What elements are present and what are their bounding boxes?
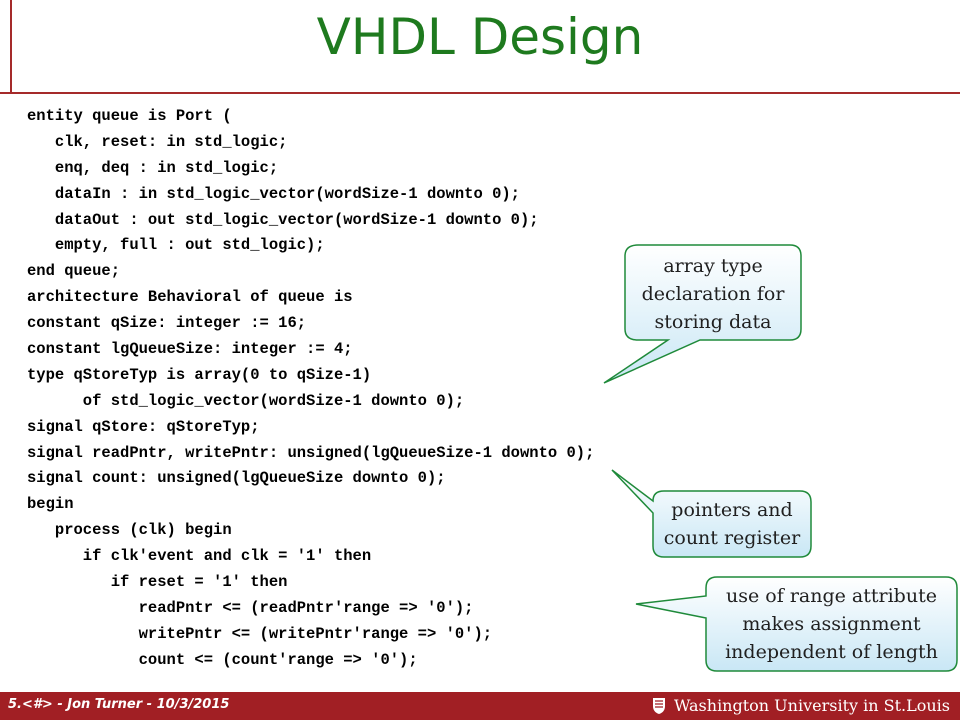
- callout-line: pointers and: [671, 499, 793, 521]
- code-line: empty, full : out std_logic);: [27, 236, 325, 255]
- code-line: type qStoreTyp is array(0 to qSize-1): [27, 365, 372, 384]
- code-line: end queue;: [27, 262, 121, 281]
- callout-line: use of range attribute: [726, 585, 937, 607]
- footer-slide-info: 5.<#> - Jon Turner - 10/3/2015: [8, 697, 230, 712]
- callout-line: declaration for: [641, 283, 785, 305]
- callout-line: count register: [663, 527, 801, 549]
- callout-range-attribute-text: use of range attribute makes assignment …: [706, 582, 957, 666]
- code-line: constant lgQueueSize: integer := 4;: [27, 340, 353, 359]
- code-line: architecture Behavioral of queue is: [27, 288, 353, 307]
- footer-bar: 5.<#> - Jon Turner - 10/3/2015 Washingto…: [0, 692, 960, 720]
- code-line: clk, reset: in std_logic;: [27, 132, 288, 151]
- code-line: dataOut : out std_logic_vector(wordSize-…: [27, 210, 539, 229]
- vhdl-code-block: entity queue is Port ( clk, reset: in st…: [27, 104, 594, 674]
- callout-line: storing data: [654, 311, 772, 333]
- code-line: dataIn : in std_logic_vector(wordSize-1 …: [27, 184, 520, 203]
- title-vertical-rule: [10, 0, 12, 94]
- code-line: count <= (count'range => '0');: [27, 650, 418, 669]
- code-line: signal count: unsigned(lgQueueSize downt…: [27, 469, 446, 488]
- code-line: if clk'event and clk = '1' then: [27, 547, 372, 566]
- code-line: begin: [27, 495, 74, 514]
- code-line: readPntr <= (readPntr'range => '0');: [27, 598, 474, 617]
- code-line: process (clk) begin: [27, 521, 232, 540]
- code-line: if reset = '1' then: [27, 573, 288, 592]
- code-line: writePntr <= (writePntr'range => '0');: [27, 624, 493, 643]
- footer-university: Washington University in St.Louis: [652, 696, 950, 715]
- code-line: signal readPntr, writePntr: unsigned(lgQ…: [27, 443, 595, 462]
- callout-line: makes assignment: [742, 613, 921, 635]
- code-line: signal qStore: qStoreTyp;: [27, 417, 260, 436]
- title-horizontal-rule: [0, 92, 960, 94]
- code-line: enq, deq : in std_logic;: [27, 158, 279, 177]
- university-shield-icon: [652, 697, 665, 714]
- code-line: of std_logic_vector(wordSize-1 downto 0)…: [27, 391, 465, 410]
- callout-array-type-text: array type declaration for storing data: [625, 252, 801, 336]
- callout-line: independent of length: [725, 641, 938, 663]
- code-line: entity queue is Port (: [27, 107, 232, 125]
- code-line: constant qSize: integer := 16;: [27, 314, 307, 333]
- callout-line: array type: [663, 255, 763, 277]
- university-name: Washington University in St.Louis: [673, 696, 950, 715]
- callout-pointers-text: pointers and count register: [653, 496, 811, 552]
- slide-title: VHDL Design: [316, 8, 644, 66]
